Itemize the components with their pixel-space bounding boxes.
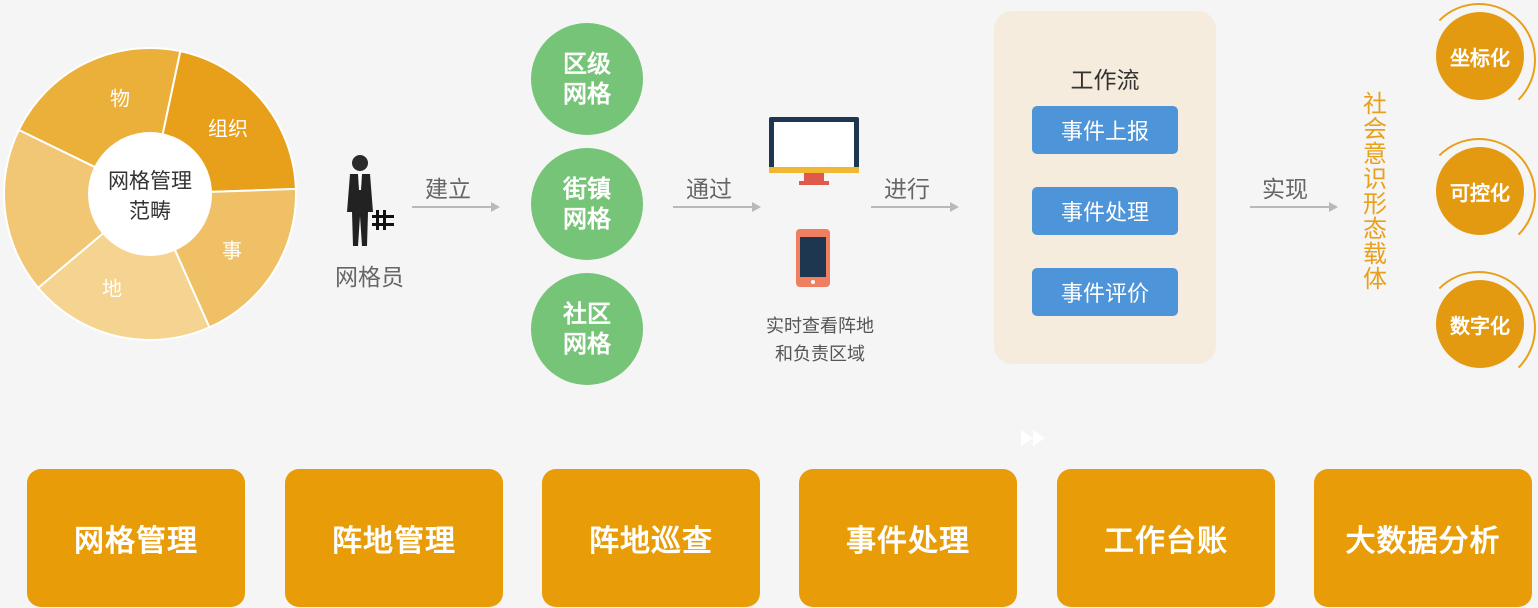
module-event-handling[interactable]: 事件处理 — [799, 469, 1017, 607]
arrow-build — [412, 202, 500, 212]
arrow-do — [871, 202, 959, 212]
street-grid-circle: 街镇网格 — [531, 148, 643, 260]
smartphone-icon — [796, 229, 830, 287]
controllable-badge: 可控化 — [1436, 147, 1524, 235]
community-grid-label: 社区网格 — [563, 300, 611, 358]
workflow-title: 工作流 — [1070, 68, 1140, 94]
monitor-icon — [769, 117, 859, 185]
do-label: 进行 — [884, 177, 930, 203]
badge-ring-2 — [1422, 138, 1536, 252]
street-grid-label: 街镇网格 — [563, 175, 611, 233]
donut-segment — [3, 128, 152, 290]
arrow-via — [673, 202, 761, 212]
badge-ring-3 — [1422, 271, 1536, 385]
ideology-vertical-text: 社会意识形态载体 — [1363, 90, 1387, 293]
digital-badge: 数字化 — [1436, 280, 1524, 368]
module-position-management[interactable]: 阵地管理 — [285, 469, 503, 607]
arrow-realize — [1250, 202, 1338, 212]
module-big-data-analysis[interactable]: 大数据分析 — [1314, 469, 1532, 607]
badge-ring-1 — [1422, 3, 1536, 117]
donut-segment — [36, 192, 211, 341]
workflow-panel: 工作流 事件上报 事件处理 事件评价 — [994, 11, 1216, 364]
district-grid-label: 区级网格 — [563, 50, 611, 108]
donut-center — [88, 132, 212, 256]
donut-segment-label: 地 — [102, 277, 122, 301]
module-grid-management[interactable]: 网格管理 — [27, 469, 245, 607]
community-grid-circle: 社区网格 — [531, 273, 643, 385]
event-report-button[interactable]: 事件上报 — [1032, 106, 1178, 154]
build-label: 建立 — [425, 177, 471, 203]
businessman-icon — [347, 155, 394, 246]
donut-segment-label: 事 — [222, 239, 242, 263]
gridman-label: 网格员 — [335, 265, 404, 291]
coordinate-badge: 坐标化 — [1436, 12, 1524, 100]
event-evaluate-button[interactable]: 事件评价 — [1032, 268, 1178, 316]
donut-center-line1: 网格管理 — [108, 169, 192, 193]
module-position-patrol[interactable]: 阵地巡查 — [542, 469, 760, 607]
device-caption-line1: 实时查看阵地 — [766, 316, 874, 337]
donut-center-line2: 范畴 — [129, 199, 171, 223]
device-caption-line2: 和负责区域 — [775, 344, 865, 365]
district-grid-circle: 区级网格 — [531, 23, 643, 135]
device-caption: 实时查看阵地 和负责区域 — [745, 313, 895, 369]
donut-segment-label: 物 — [110, 87, 130, 111]
donut-segment-label: 组织 — [208, 117, 248, 141]
fast-forward-icon[interactable] — [1021, 430, 1047, 446]
realize-label: 实现 — [1262, 177, 1308, 203]
module-work-ledger[interactable]: 工作台账 — [1057, 469, 1275, 607]
via-label: 通过 — [686, 177, 732, 203]
event-handle-button[interactable]: 事件处理 — [1032, 187, 1178, 235]
